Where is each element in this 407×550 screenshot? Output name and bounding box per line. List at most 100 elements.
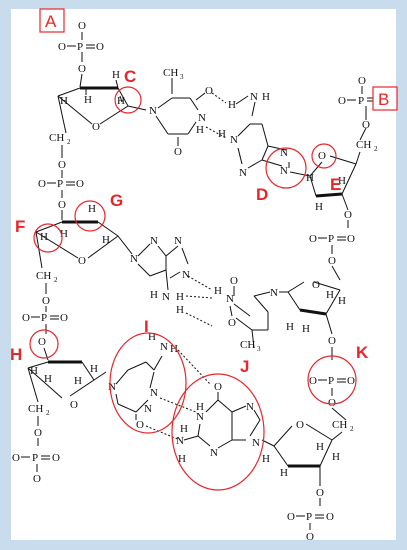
svg-text:N: N [226,293,234,305]
svg-text:CH: CH [36,270,51,282]
cytosine: N N O N H H N [108,331,178,431]
svg-text:CH: CH [332,419,347,431]
highlight-circle-j [171,373,265,491]
hbond-4 [185,295,213,299]
svg-text:N: N [246,401,254,413]
svg-text:O: O [296,419,304,431]
sugar-top-right: O H H H CH 2 O O [306,106,378,228]
guanine: O N H N N N N H H [176,381,275,465]
label-d: D [256,185,268,204]
svg-text:H: H [286,321,294,333]
hbond-1 [211,92,227,104]
svg-text:O: O [174,146,182,158]
svg-text:N: N [149,105,157,117]
hbond-5 [185,312,213,327]
label-b: B [378,90,389,109]
svg-text:H: H [280,467,288,479]
phosphate-right-1: O P O O [309,233,355,281]
svg-text:O: O [34,427,42,439]
label-k: K [356,343,369,362]
svg-text:O: O [60,312,68,324]
svg-text:H: H [60,95,68,107]
svg-text:O: O [92,121,100,133]
svg-text:H: H [74,375,82,387]
thymine-middle: H N O O N CH 3 [214,275,288,353]
svg-text:N: N [252,437,260,449]
svg-text:2: 2 [67,138,71,146]
svg-text:O: O [76,178,84,190]
svg-text:O: O [228,317,236,329]
label-i: I [144,317,149,336]
label-box-b [372,86,398,111]
svg-text:2: 2 [46,409,50,417]
svg-text:H: H [178,453,186,465]
svg-text:O: O [78,20,86,32]
svg-text:P: P [57,178,63,190]
highlight-circle-g [74,200,106,232]
svg-text:H: H [102,234,110,246]
svg-text:O: O [42,295,50,307]
svg-text:O: O [312,279,320,291]
sugar-bottom-right: O H H H H O [262,419,343,506]
svg-text:O: O [96,41,104,53]
svg-text:H: H [338,175,346,187]
label-j: J [240,357,249,376]
svg-text:O: O [328,397,336,409]
sugar-middle-right: H O H H H O [286,279,346,360]
svg-text:P: P [306,511,312,523]
svg-text:H: H [302,323,310,335]
svg-text:CH: CH [28,403,43,415]
svg-text:N: N [270,287,278,299]
phosphate-right-2: O P O O CH 2 [309,375,355,433]
svg-text:CH: CH [240,339,255,351]
highlight-circle-k [307,355,357,405]
svg-text:H: H [306,172,314,184]
label-box-a [39,8,65,33]
svg-text:CH: CH [163,67,178,79]
svg-text:O: O [309,233,317,245]
svg-text:O: O [78,255,86,267]
svg-text:3: 3 [257,345,261,353]
svg-text:P: P [328,375,334,387]
svg-text:H: H [218,128,226,140]
svg-text:N: N [280,165,288,177]
diagram-panel [11,9,396,540]
label-a: A [45,12,57,31]
svg-text:N: N [162,291,170,303]
svg-text:H: H [262,91,270,103]
svg-text:O: O [287,511,295,523]
svg-text:H: H [112,69,120,81]
svg-text:O: O [52,452,60,464]
svg-text:H: H [40,231,48,243]
label-e: E [330,175,341,194]
svg-text:O: O [38,178,46,190]
svg-text:O: O [58,41,66,53]
svg-text:H: H [326,289,334,301]
highlight-circle-e [311,143,337,169]
label-f: F [15,217,25,236]
svg-text:H: H [180,423,188,435]
svg-text:H: H [196,124,204,136]
adenine-top: N H H H N N N N [218,91,311,179]
svg-text:H: H [338,295,346,307]
svg-text:H: H [228,99,236,111]
label-h: H [10,345,22,364]
svg-text:O: O [347,375,355,387]
svg-text:N: N [198,112,206,124]
svg-text:P: P [358,95,364,107]
svg-text:H: H [316,441,324,453]
highlight-circle-d [265,147,307,189]
svg-text:H: H [196,401,204,413]
svg-text:H: H [30,365,38,377]
svg-text:H: H [315,201,323,213]
svg-text:CH: CH [49,132,64,144]
svg-text:O: O [136,419,144,431]
svg-text:H: H [214,285,222,297]
svg-text:N: N [250,91,258,103]
label-g: G [110,191,123,210]
hbond-3 [187,275,213,291]
label-c: C [124,67,136,86]
svg-text:O: O [22,312,30,324]
svg-text:H: H [117,95,125,107]
